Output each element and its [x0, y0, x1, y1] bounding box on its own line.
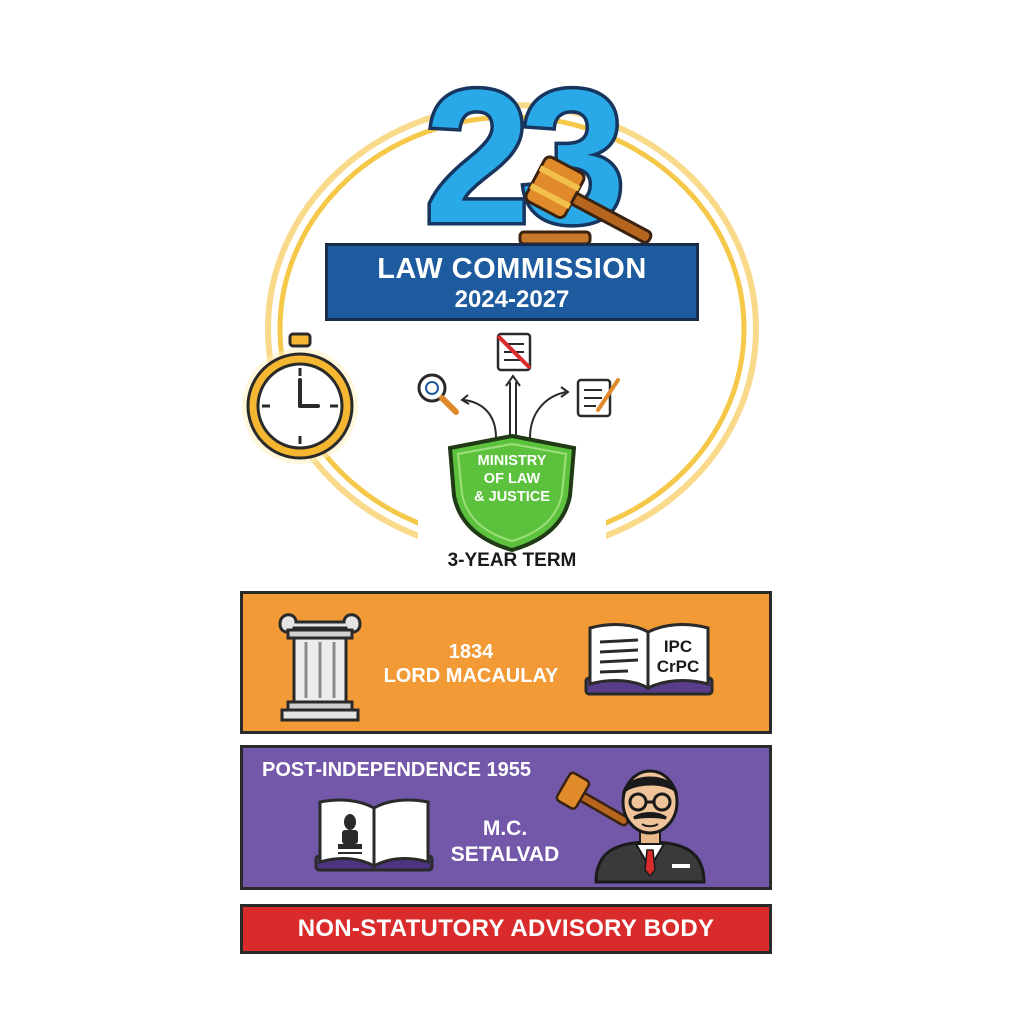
- title-banner: LAW COMMISSION 2024-2027: [325, 243, 699, 321]
- status-banner: NON-STATUTORY ADVISORY BODY: [240, 904, 772, 954]
- colonial-year: 1834: [448, 641, 494, 663]
- open-book-icon: IPC CrPC: [584, 623, 714, 696]
- ministry-line-3: & JUSTICE: [474, 489, 550, 505]
- gavel-icon: [518, 155, 653, 246]
- ministry-label: MINISTRY OF LAW & JUSTICE: [462, 452, 562, 506]
- chairperson-name: M.C. SETALVAD: [440, 816, 570, 868]
- post-independence-heading: POST-INDEPENDENCE 1955: [262, 759, 531, 781]
- magnifier-icon: [417, 373, 459, 415]
- pillar-icon: [278, 613, 362, 722]
- scroll-cancel-icon: [496, 332, 532, 372]
- commission-period: 2024-2027: [454, 286, 570, 313]
- small-gavel-icon: [555, 771, 630, 827]
- emblem-icon: [338, 814, 362, 854]
- term-label: 3-YEAR TERM: [447, 550, 577, 571]
- stopwatch-icon: [242, 332, 358, 464]
- ministry-line-1: MINISTRY: [477, 453, 547, 469]
- flow-arrows: [460, 374, 570, 439]
- judge-avatar-icon: [555, 769, 706, 884]
- shield-icon: [447, 433, 577, 552]
- emblem-book-icon: [314, 798, 434, 872]
- commission-title: LAW COMMISSION: [377, 253, 647, 285]
- colonial-text: 1834 LORD MACAULAY: [376, 640, 566, 688]
- chairperson-line-1: M.C.: [482, 817, 528, 840]
- book-code-ipc: IPC: [664, 637, 692, 656]
- colonial-founder: LORD MACAULAY: [383, 665, 559, 687]
- book-code-crpc: CrPC: [657, 657, 700, 676]
- ministry-line-2: OF LAW: [483, 471, 541, 487]
- document-edit-icon: [576, 378, 620, 418]
- chairperson-line-2: SETALVAD: [450, 843, 560, 866]
